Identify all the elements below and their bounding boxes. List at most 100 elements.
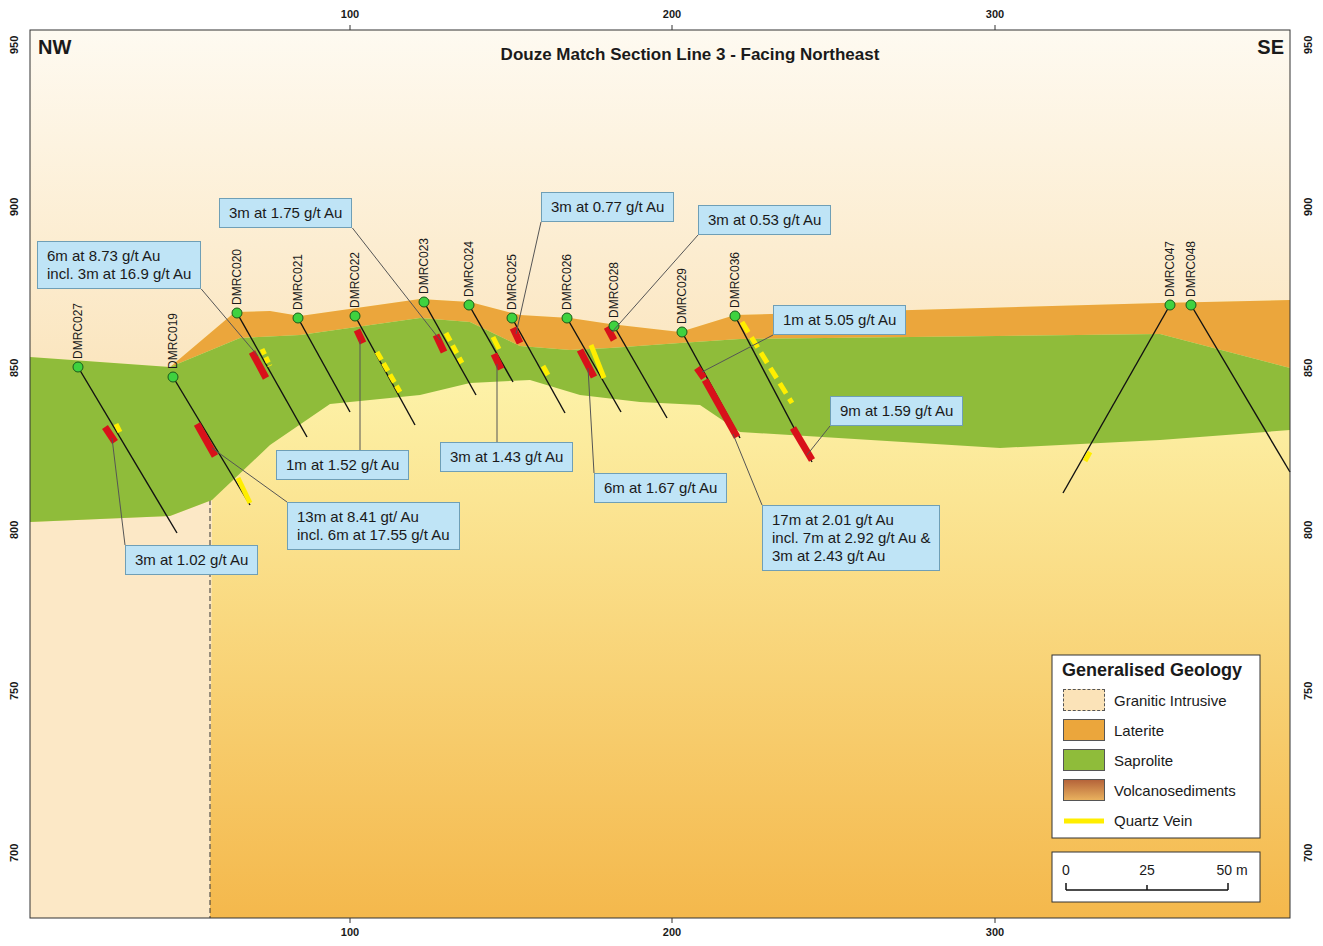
leader-line <box>360 340 361 450</box>
legend-text: Quartz Vein <box>1114 812 1192 829</box>
callout-text: 1m at 5.05 g/t Au <box>783 311 896 329</box>
axis-label: 850 <box>8 359 20 377</box>
callout-box: 3m at 1.02 g/t Au <box>125 545 258 575</box>
callout-box: 1m at 5.05 g/t Au <box>773 305 906 335</box>
callout-box: 6m at 1.67 g/t Au <box>594 473 727 503</box>
callout-box: 6m at 8.73 g/t Auincl. 3m at 16.9 g/t Au <box>37 241 201 289</box>
axis-label: 800 <box>1302 521 1314 539</box>
leader-line <box>702 335 773 372</box>
callout-text: incl. 6m at 17.55 g/t Au <box>297 526 450 544</box>
scale-label: 50 m <box>1216 862 1247 878</box>
drillhole-label: DMRC036 <box>728 252 742 308</box>
drillhole-label: DMRC048 <box>1184 241 1198 297</box>
callout-box: 9m at 1.59 g/t Au <box>830 396 963 426</box>
legend-frame <box>1052 655 1260 838</box>
callout-box: 3m at 0.53 g/t Au <box>698 205 831 235</box>
axis-label: 750 <box>1302 682 1314 700</box>
axis-label: 950 <box>1302 36 1314 54</box>
drillhole-label: DMRC019 <box>166 313 180 369</box>
axis-label: 850 <box>1302 359 1314 377</box>
drillhole-label: DMRC027 <box>71 303 85 359</box>
drillhole-label: DMRC022 <box>348 252 362 308</box>
axis-label: 800 <box>8 521 20 539</box>
callout-box: 3m at 1.43 g/t Au <box>440 442 573 472</box>
gold-intercepts <box>105 327 812 460</box>
drillhole-label: DMRC024 <box>462 241 476 297</box>
quartz-veins <box>116 322 1090 503</box>
axis-label: 100 <box>341 8 359 20</box>
section-title: Douze Match Section Line 3 - Facing Nort… <box>501 45 880 65</box>
volcanosediments <box>30 30 1290 918</box>
direction-label: NW <box>38 36 71 59</box>
air <box>30 30 1290 367</box>
axis-label: 700 <box>1302 844 1314 862</box>
axis-label: 200 <box>663 8 681 20</box>
axis-label: 700 <box>8 844 20 862</box>
saprolite-layer <box>30 318 1290 522</box>
callout-text: 6m at 1.67 g/t Au <box>604 479 717 497</box>
scale-label: 0 <box>1062 862 1070 878</box>
callout-text: 17m at 2.01 g/t Au <box>772 511 930 529</box>
drillhole-label: DMRC028 <box>607 262 621 318</box>
callout-text: 3m at 0.53 g/t Au <box>708 211 821 229</box>
leader-line <box>201 289 258 356</box>
direction-label: SE <box>1257 36 1284 59</box>
axis-label: 200 <box>663 926 681 938</box>
callout-box: 17m at 2.01 g/t Auincl. 7m at 2.92 g/t A… <box>762 505 940 571</box>
callout-text: 3m at 1.75 g/t Au <box>229 204 342 222</box>
callout-text: 3m at 1.02 g/t Au <box>135 551 248 569</box>
drillhole-label: DMRC025 <box>505 254 519 310</box>
drillhole-label: DMRC020 <box>230 249 244 305</box>
callout-text: 3m at 1.43 g/t Au <box>450 448 563 466</box>
callout-box: 13m at 8.41 gt/ Auincl. 6m at 17.55 g/t … <box>287 502 460 550</box>
callout-box: 3m at 0.77 g/t Au <box>541 192 674 222</box>
legend-swatch <box>1063 689 1105 711</box>
legend-text: Laterite <box>1114 722 1164 739</box>
axis-ticks <box>350 25 995 923</box>
axis-label: 900 <box>8 198 20 216</box>
axis-label: 900 <box>1302 198 1314 216</box>
drillhole-label: DMRC047 <box>1163 241 1177 297</box>
callout-text: 1m at 1.52 g/t Au <box>286 456 399 474</box>
callout-box: 3m at 1.75 g/t Au <box>219 198 352 228</box>
leader-line <box>497 364 498 442</box>
callout-text: incl. 7m at 2.92 g/t Au & <box>772 529 930 547</box>
drillhole-label: DMRC026 <box>560 254 574 310</box>
axis-label: 750 <box>8 682 20 700</box>
axis-label: 300 <box>986 926 1004 938</box>
leader-line <box>352 228 440 340</box>
callout-text: incl. 3m at 16.9 g/t Au <box>47 265 191 283</box>
callout-text: 3m at 2.43 g/t Au <box>772 547 930 565</box>
leader-line <box>112 438 125 545</box>
callout-text: 6m at 8.73 g/t Au <box>47 247 191 265</box>
quartz-vein-sample <box>1064 819 1104 824</box>
drill-holes <box>78 302 1290 533</box>
legend-text: Saprolite <box>1114 752 1173 769</box>
legend-title: Generalised Geology <box>1062 660 1242 681</box>
plot-frame <box>30 30 1290 918</box>
legend-text: Granitic Intrusive <box>1114 692 1227 709</box>
collars <box>73 297 1196 382</box>
axis-label: 300 <box>986 8 1004 20</box>
callout-text: 3m at 0.77 g/t Au <box>551 198 664 216</box>
scale-label: 25 <box>1139 862 1155 878</box>
axis-label: 950 <box>8 36 20 54</box>
axis-label: 100 <box>341 926 359 938</box>
legend-swatch <box>1063 779 1105 801</box>
leader-line <box>733 434 762 505</box>
drillhole-label: DMRC029 <box>675 268 689 324</box>
legend-swatch <box>1063 719 1105 741</box>
leader-line <box>588 368 594 473</box>
leader-line <box>612 235 698 332</box>
drillhole-label: DMRC023 <box>417 238 431 294</box>
legend-text: Volcanosediments <box>1114 782 1236 799</box>
drillhole-label: DMRC021 <box>291 254 305 310</box>
callout-text: 9m at 1.59 g/t Au <box>840 402 953 420</box>
legend-swatch <box>1063 749 1105 771</box>
scale-frame <box>1052 852 1260 902</box>
leader-line <box>807 426 830 455</box>
callout-box: 1m at 1.52 g/t Au <box>276 450 409 480</box>
scale-bar <box>1066 883 1228 890</box>
leader-line <box>516 222 541 334</box>
callout-text: 13m at 8.41 gt/ Au <box>297 508 450 526</box>
